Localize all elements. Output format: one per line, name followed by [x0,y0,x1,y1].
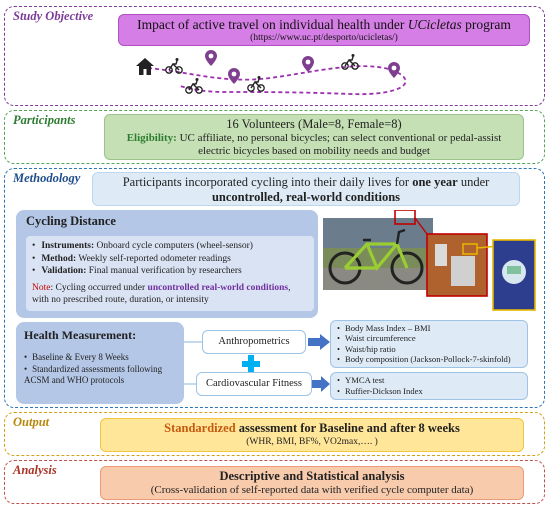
output-box: Standardized assessment for Baseline and… [100,418,524,452]
analysis-box: Descriptive and Statistical analysis (Cr… [100,466,524,500]
plus-icon [242,355,260,373]
list-item: YMCA test [337,375,521,386]
home-icon [136,58,154,75]
cyclist-icon [247,76,265,92]
section-analysis: Analysis [4,460,545,504]
volunteers-count: 16 Volunteers (Male=8, Female=8) [226,117,402,131]
cycling-distance-title: Cycling Distance [26,214,116,228]
health-measurement-box: Health Measurement: Baseline & Every 8 W… [16,322,184,404]
section-label-output: Output [13,415,50,429]
location-pin-icon [388,62,400,78]
location-pin-icon [302,56,314,72]
objective-box: Impact of active travel on individual he… [118,14,530,46]
eligibility-text: Eligibility: UC affiliate, no personal b… [126,132,502,157]
list-item: Validation: Final manual verification by… [32,265,308,278]
cyclist-icon [185,78,203,94]
list-item: Waist circumference [337,333,521,343]
list-item: Body Mass Index – BMI [337,323,521,333]
participants-box: 16 Volunteers (Male=8, Female=8) Eligibi… [104,114,524,160]
location-pin-icon [205,50,217,66]
anthropometrics-list: Body Mass Index – BMI Waist circumferenc… [330,320,528,368]
section-output: Output [4,412,545,456]
section-study-objective: Study Objective [4,6,545,106]
output-title: Standardized assessment for Baseline and… [164,421,460,435]
bicycle-icon [328,228,424,285]
cycling-note: Note: Cycling occurred under uncontrolle… [32,282,291,306]
cyclist-icon [341,54,359,70]
bicycle-photo [323,210,536,311]
health-measurement-list: Baseline & Every 8 Weeks Standardized as… [24,352,180,387]
arrow-right-icon [312,376,330,392]
analysis-title: Descriptive and Statistical analysis [219,469,405,483]
objective-title: Impact of active travel on individual he… [137,17,511,32]
list-item: Method: Weekly self-reported odometer re… [32,253,308,266]
list-item: Standardized assessments following ACSM … [24,364,180,387]
section-methodology: Methodology [4,168,545,408]
analysis-subtitle: (Cross-validation of self-reported data … [150,484,474,496]
route-path [147,65,407,96]
objective-url: (https://www.uc.pt/desporto/ucicletas/) [250,33,398,43]
list-item: Body composition (Jackson-Pollock-7-skin… [337,354,521,364]
anthropometrics-box: Anthropometrics [202,330,306,354]
section-label-participants: Participants [13,113,76,127]
section-label-methodology: Methodology [13,171,81,185]
section-label-objective: Study Objective [13,9,94,23]
location-pin-icon [228,68,240,84]
arrow-right-icon [308,334,330,350]
methodology-intro: Participants incorporated cycling into t… [92,172,520,206]
connector-lines [184,341,202,385]
cardiovascular-list: YMCA test Ruffier-Dickson Index [330,372,528,400]
health-measurement-title: Health Measurement: [24,328,137,342]
section-participants: Participants [4,110,545,164]
cardiovascular-fitness-box: Cardiovascular Fitness [196,372,312,396]
route-illustration [136,50,407,96]
list-item: Ruffier-Dickson Index [337,386,521,397]
section-label-analysis: Analysis [13,463,57,477]
output-metrics: (WHR, BMI, BF%, VO2max,…. ) [246,437,378,447]
list-item: Baseline & Every 8 Weeks [24,352,180,364]
cyclist-icon [165,58,183,74]
cycling-distance-details: Instruments: Onboard cycle computers (wh… [26,236,314,311]
list-item: Instruments: Onboard cycle computers (wh… [32,240,308,253]
list-item: Waist/hip ratio [337,344,521,354]
cycling-distance-box: Cycling Distance Instruments: Onboard cy… [16,210,318,318]
